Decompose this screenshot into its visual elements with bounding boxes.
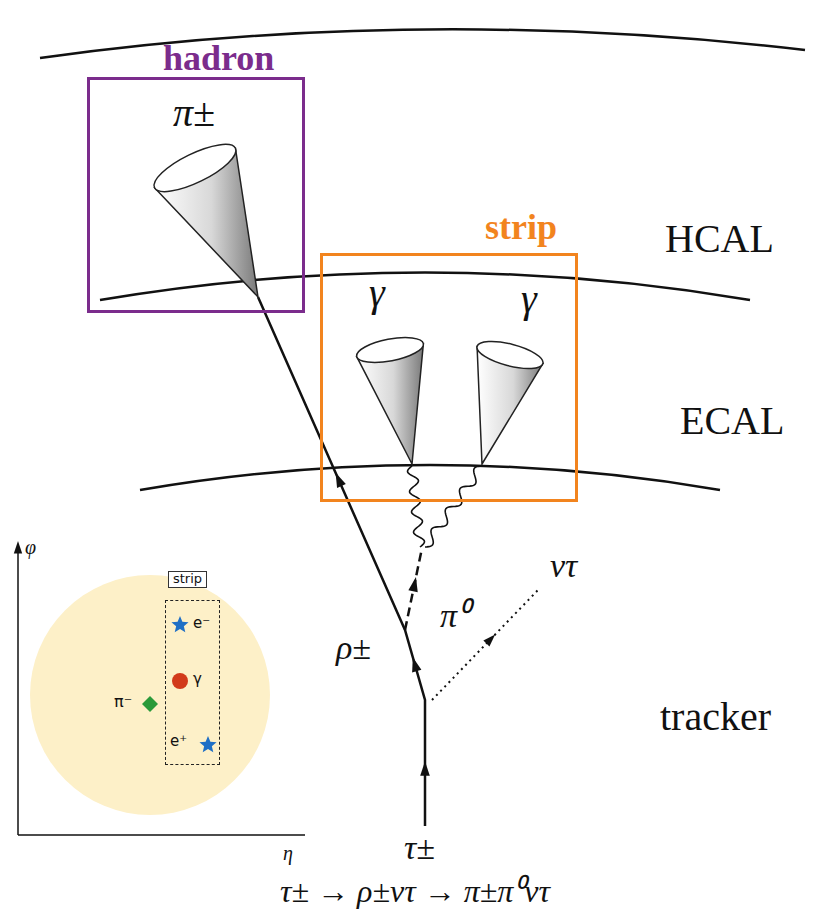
box-heading: strip (168, 571, 207, 588)
layer-label: tracker (660, 694, 771, 740)
hadron-box: hadronπ± (87, 77, 305, 313)
particle-label: ντ (550, 546, 577, 585)
photon-line (425, 466, 482, 547)
strip-box: stripγγ (320, 253, 578, 502)
particle-label: π⁻ (114, 693, 132, 711)
phi-axis (17, 550, 19, 835)
inset-strip-box: stripe⁻γe⁺ (165, 600, 220, 765)
outer-boundary-arc (40, 29, 805, 58)
inset-cone-disk: π⁻stripe⁻γe⁺ (30, 575, 270, 815)
cone-opening (474, 336, 545, 374)
particle-label: ρ± (336, 628, 371, 667)
particle-label: π± (173, 90, 215, 136)
particle-label: γ (193, 671, 202, 688)
disk-fill (30, 575, 270, 815)
neutrino-line (432, 590, 538, 700)
arrow-head (408, 577, 417, 592)
arrow-head (420, 761, 430, 775)
particle-label: τ± (404, 828, 435, 867)
axis-label: φ (25, 536, 36, 559)
arrow-head (483, 634, 495, 646)
ecal-tracker-arc (140, 465, 720, 490)
hcal-ecal-arc (100, 273, 750, 301)
decay-equation: τ± → ρ±ντ → π±π⁰ντ (280, 873, 550, 910)
box-heading: strip (485, 207, 557, 248)
particle-label: e⁺ (170, 733, 187, 750)
particle-label: e⁻ (193, 615, 210, 632)
box-heading: hadron (163, 38, 274, 79)
layer-label: ECAL (680, 398, 784, 444)
cone-opening (355, 333, 426, 367)
arrow-head (14, 541, 22, 554)
charged-track (258, 297, 425, 826)
particle-label: γ (521, 276, 537, 322)
arrow-head (336, 473, 346, 488)
axis-label: η (283, 842, 293, 865)
neutral-pion-line (405, 548, 422, 630)
particle-label: γ (369, 270, 385, 316)
cone-opening (148, 135, 242, 200)
arrow-head (412, 657, 421, 672)
particle-label: π⁰ (440, 596, 469, 635)
disk-outline (30, 575, 270, 815)
eta-axis (18, 834, 305, 836)
layer-label: HCAL (665, 216, 774, 262)
photon-line (408, 466, 425, 547)
